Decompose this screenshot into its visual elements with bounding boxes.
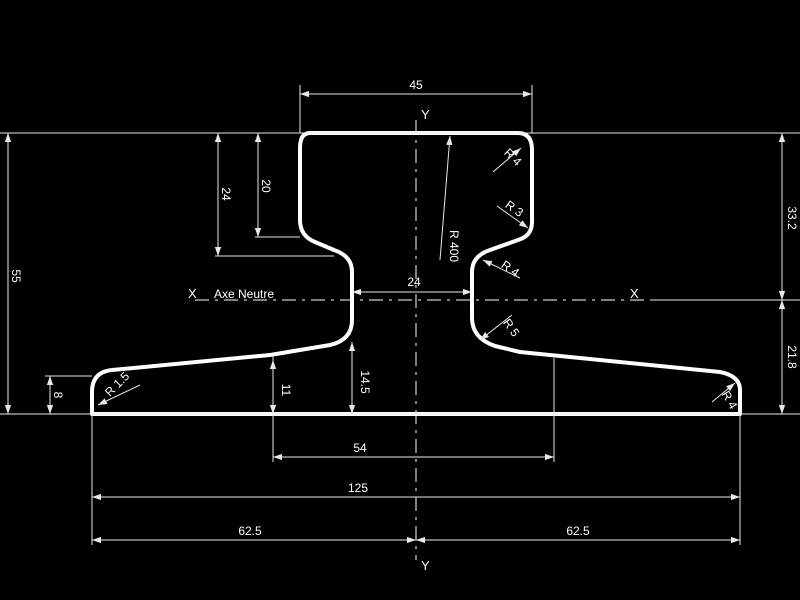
radius-head-top-leader (492, 147, 522, 173)
dim-head-24-label: 24 (219, 187, 233, 201)
radius-head-side-leader (496, 205, 529, 229)
dim-top-neutral-label: 33.2 (785, 206, 799, 230)
radius-crown-label: R 400 (447, 230, 461, 262)
radius-crown-leader (439, 135, 453, 261)
radius-foot-right-leader (711, 382, 736, 403)
radius-head-side-label: R 3 (503, 198, 527, 220)
radius-foot-left-leader (97, 384, 141, 406)
dim-head-20-label: 20 (259, 179, 273, 193)
dim-foot-14-5-label: 14.5 (358, 370, 372, 394)
y-axis-label-bottom: Y (421, 558, 430, 573)
radius-head-under-label: R 4 (499, 258, 523, 280)
dim-head-width-label: 45 (409, 78, 423, 92)
neutral-axis-label: Axe Neutre (214, 287, 274, 301)
radius-head-under-leader (482, 259, 521, 279)
dim-foot-11-label: 11 (279, 384, 293, 397)
dim-half-right-label: 62.5 (566, 524, 590, 538)
y-axis-label-top: Y (421, 107, 430, 122)
radius-foot-right-label: R 4 (719, 388, 741, 411)
radius-head-top-label: R 4 (501, 146, 524, 169)
x-axis-label-right: X (630, 286, 639, 301)
radius-web-foot-label: R 5 (500, 316, 522, 340)
dim-inner-54-label: 54 (353, 441, 367, 455)
dim-half-left-label: 62.5 (238, 524, 262, 538)
dim-neutral-base-label: 21.8 (785, 345, 799, 369)
dim-web-width-label: 24 (407, 275, 421, 289)
dim-foot-8-label: 8 (51, 392, 65, 399)
dim-base-width-label: 125 (348, 481, 368, 495)
radius-foot-left-label: R 1.5 (102, 369, 132, 399)
x-axis-label-left: X (188, 286, 197, 301)
radius-web-foot-leader (479, 314, 513, 341)
dim-total-height-label: 55 (9, 269, 23, 283)
